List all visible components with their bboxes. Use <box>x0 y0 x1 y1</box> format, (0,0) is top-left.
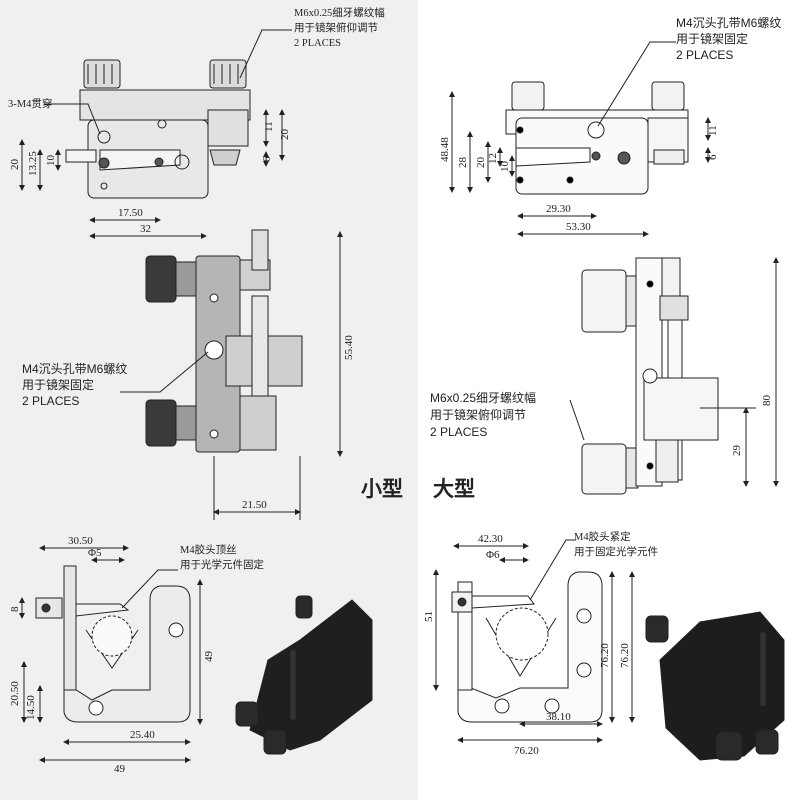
large-top-text: M4沉头孔带M6螺纹 用于镜架固定 2 PLACES 48.48 28 20 1… <box>439 16 781 233</box>
dim-12: 12 <box>487 153 499 164</box>
note-m4-line3: 2 PLACES <box>22 394 79 408</box>
dim-6: 6 <box>261 156 273 162</box>
note-holes: 3-M4贯穿 <box>8 97 52 110</box>
knob-icon <box>651 81 685 111</box>
note-m4-line2: 用于固定光学元件 <box>574 545 658 558</box>
note-m6-line1: M6x0.25细牙螺纹幅 <box>430 390 536 405</box>
small-top-view <box>19 29 292 239</box>
knob-icon <box>295 595 313 619</box>
knob-icon <box>263 729 287 755</box>
knob-icon <box>145 255 177 303</box>
knob-icon <box>715 731 743 761</box>
note-m4-line1: M4沉头孔带M6螺纹 <box>22 362 127 376</box>
large-model-label: 大型 <box>418 472 490 506</box>
knob-icon <box>511 81 545 111</box>
small-side-view <box>120 229 343 520</box>
knob-icon <box>209 59 247 89</box>
dim-20: 20 <box>475 157 487 169</box>
small-top-text: M6x0.25细牙螺纹幅 用于镜架俯仰调节 2 PLACES 3-M4贯穿 20… <box>8 6 385 235</box>
dim-6: 6 <box>707 154 719 160</box>
note-m6-line2: 用于镜架俯仰调节 <box>294 21 378 34</box>
note-m4-line1: M4胶头紧定 <box>574 530 631 543</box>
dim-53-30: 53.30 <box>566 221 591 233</box>
small-side-text: M4沉头孔带M6螺纹 用于镜架固定 2 PLACES 55.40 21.50 <box>22 335 355 511</box>
note-m4-line1: M4胶头顶丝 <box>180 543 237 556</box>
dim-42-30: 42.30 <box>478 533 503 545</box>
note-m6-line1: M6x0.25细牙螺纹幅 <box>294 6 385 19</box>
knob-icon <box>145 399 177 447</box>
large-side-text: M6x0.25细牙螺纹幅 用于镜架俯仰调节 2 PLACES 80 29 <box>430 390 773 456</box>
knob-icon <box>581 443 627 495</box>
dim-25-40: 25.40 <box>130 729 155 741</box>
dim-28: 28 <box>457 157 469 169</box>
dim-phi6: Φ6 <box>486 549 500 561</box>
small-model-label: 小型 <box>346 472 418 506</box>
dim-29: 29 <box>731 445 743 457</box>
dim-phi5: Φ5 <box>88 547 102 559</box>
dim-55-40: 55.40 <box>343 335 355 360</box>
note-m4-line2: 用于镜架固定 <box>22 377 94 392</box>
knob-icon <box>235 701 259 727</box>
note-m6-line3: 2 PLACES <box>294 38 341 49</box>
note-m6-line2: 用于镜架俯仰调节 <box>430 407 526 422</box>
dim-21-50: 21.50 <box>242 499 267 511</box>
note-m6-line3: 2 PLACES <box>430 425 487 439</box>
dim-8: 8 <box>9 606 21 612</box>
dim-49-right: 49 <box>203 651 215 663</box>
dim-11: 11 <box>263 121 275 132</box>
dim-30-50: 30.50 <box>68 535 93 547</box>
large-front-text: M4胶头紧定 用于固定光学元件 42.30 Φ6 51 76.20 76.20 … <box>423 530 658 757</box>
dim-17-50: 17.50 <box>118 207 143 219</box>
large-side-view <box>569 257 779 495</box>
note-m4-line2: 用于镜架固定 <box>676 31 748 46</box>
knob-icon <box>581 269 627 333</box>
dim-10: 10 <box>45 155 57 167</box>
knob-icon <box>645 615 669 643</box>
dim-20-right: 20 <box>279 129 291 141</box>
knob-icon <box>83 59 121 89</box>
note-m4-line2: 用于光学元件固定 <box>180 558 264 571</box>
dim-80: 80 <box>761 395 773 407</box>
dim-76-20-bottom: 76.20 <box>514 745 539 757</box>
dim-29-30: 29.30 <box>546 203 571 215</box>
dim-13-25: 13.25 <box>27 151 39 176</box>
dim-38-10: 38.10 <box>546 711 571 723</box>
dim-11: 11 <box>707 125 719 136</box>
dim-20-50: 20.50 <box>9 681 21 706</box>
dim-76-20-b: 76.20 <box>619 643 631 668</box>
large-top-view <box>449 41 711 237</box>
dim-32: 32 <box>140 223 151 235</box>
dim-49-bottom: 49 <box>114 763 126 775</box>
note-m4-line1: M4沉头孔带M6螺纹 <box>676 16 781 30</box>
dim-48-48: 48.48 <box>439 137 451 162</box>
dim-20-left: 20 <box>9 159 21 171</box>
dim-14-50: 14.50 <box>25 695 37 720</box>
dim-51: 51 <box>423 611 435 622</box>
large-front-view <box>433 539 785 761</box>
small-front-view <box>19 545 373 763</box>
note-m4-line3: 2 PLACES <box>676 48 733 62</box>
dim-10: 10 <box>499 161 511 173</box>
small-front-text: M4胶头顶丝 用于光学元件固定 30.50 Φ5 8 49 20.50 14.5… <box>9 535 264 775</box>
knob-icon <box>755 729 779 755</box>
dim-76-20-a: 76.20 <box>599 643 611 668</box>
